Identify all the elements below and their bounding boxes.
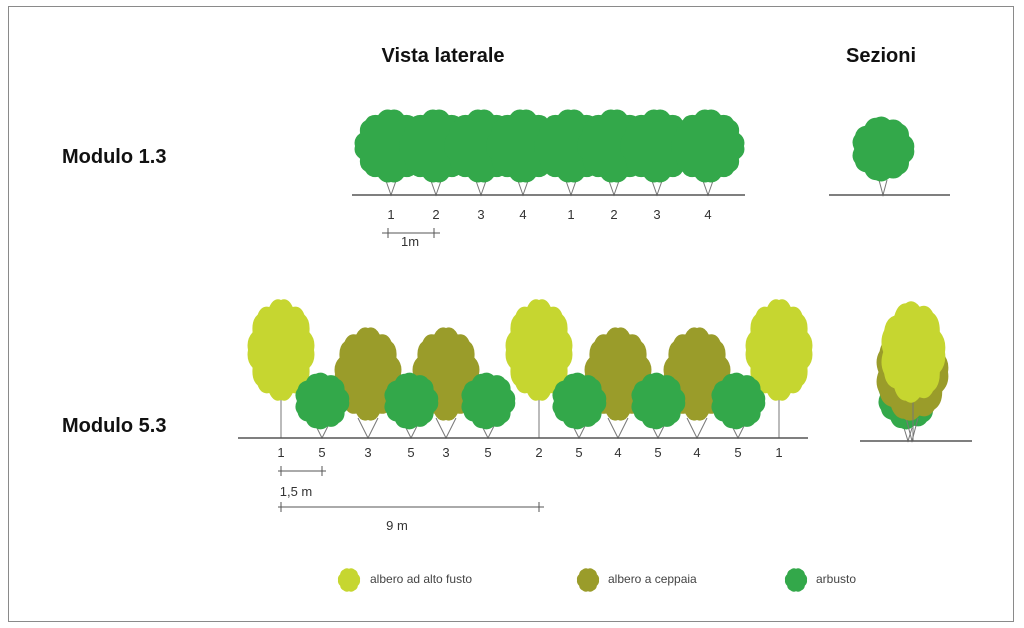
module-5-3-plant-5-stem: [435, 417, 457, 440]
module-1-3-shrub-8-crown: [671, 109, 745, 183]
module-5-3-number-5: 3: [442, 445, 449, 460]
legend-shrub-swatch: [784, 568, 808, 592]
module-5-3-section-tall-crown: [881, 301, 946, 403]
module-5-3-number-2: 5: [318, 445, 325, 460]
module-1-3-label: Modulo 1.3: [62, 146, 166, 168]
module-1-3-number-8: 4: [704, 207, 711, 222]
module-5-3-plant-8: [552, 372, 607, 440]
module-1-3-number-5: 1: [567, 207, 574, 222]
module-5-3-number-11: 4: [693, 445, 700, 460]
module-5-3-plant-11-stem: [686, 417, 708, 440]
module-5-3-plant-13-crown: [745, 299, 813, 401]
legend-tall-tree-label: albero ad alto fusto: [370, 572, 472, 586]
module-1-3-number-3: 3: [477, 207, 484, 222]
module-5-3-plant-1: [247, 299, 315, 438]
diagram-frame: [8, 6, 1014, 622]
module-5-3-number-12: 5: [734, 445, 741, 460]
module-5-3-label: Modulo 5.3: [62, 415, 166, 437]
module-1-3-numbers: 1 2 3 4 1 2 3 4: [387, 207, 711, 222]
module-1-3-section-shrub-stem: [878, 179, 888, 197]
module-1-3-section-shrub: [852, 116, 915, 197]
module-1-3-side-view: [354, 109, 745, 197]
module-5-3-plant-6-crown: [461, 372, 516, 430]
module-1-3-section-shrub-crown: [852, 116, 915, 182]
legend-tall-tree-swatch: [337, 568, 361, 592]
module-5-3-plant-10-crown: [631, 372, 686, 430]
module-5-3-plant-7-crown: [505, 299, 573, 401]
module-5-3-plant-8-crown: [552, 372, 607, 430]
module-5-3-number-6: 5: [484, 445, 491, 460]
module-5-3-plant-3-stem: [357, 417, 379, 440]
module-5-3-scale-small-label: 1,5 m: [280, 484, 313, 499]
legend-shrub-label: arbusto: [816, 572, 856, 586]
module-5-3-number-7: 2: [535, 445, 542, 460]
module-5-3-scale-large-label: 9 m: [386, 518, 408, 533]
legend: albero ad alto fusto albero a ceppaia ar…: [337, 568, 856, 592]
module-1-3-section: [852, 116, 915, 197]
module-5-3-number-10: 5: [654, 445, 661, 460]
module-5-3-plant-4: [384, 372, 439, 440]
module-5-3-number-9: 4: [614, 445, 621, 460]
module-5-3-plant-7: [505, 299, 573, 438]
module-1-3-shrub-7-crown: [620, 109, 694, 183]
module-5-3-side-view: [247, 299, 813, 440]
module-5-3-plant-2: [295, 372, 350, 440]
module-5-3-plant-12-crown: [711, 372, 766, 430]
module-1-3-number-6: 2: [610, 207, 617, 222]
module-1-3-number-4: 4: [519, 207, 526, 222]
module-5-3-plant-2-crown: [295, 372, 350, 430]
module-1-3-number-1: 1: [387, 207, 394, 222]
module-5-3-plant-13: [745, 299, 813, 438]
module-5-3-plant-1-crown: [247, 299, 315, 401]
module-1-3-shrub-8: [671, 109, 745, 197]
module-5-3-number-13: 1: [775, 445, 782, 460]
module-1-3-number-7: 3: [653, 207, 660, 222]
module-5-3-number-3: 3: [364, 445, 371, 460]
module-5-3-number-8: 5: [575, 445, 582, 460]
module-5-3-number-4: 5: [407, 445, 414, 460]
module-5-3-number-1: 1: [277, 445, 284, 460]
module-1-3-scale-label: 1m: [401, 234, 419, 249]
module-5-3-section: [876, 301, 949, 443]
heading-side-view: Vista laterale: [381, 45, 504, 67]
module-5-3-plant-10: [631, 372, 686, 440]
module-5-3-numbers: 1 5 3 5 3 5 2 5 4 5 4 5 1: [277, 445, 782, 460]
module-5-3-section-tall: [881, 301, 946, 441]
module-5-3-plant-12: [711, 372, 766, 440]
module-5-3-plant-6: [461, 372, 516, 440]
module-5-3-plant-9-stem: [607, 417, 629, 440]
legend-coppice-tree-swatch: [576, 568, 600, 592]
module-5-3-plant-4-crown: [384, 372, 439, 430]
legend-coppice-tree-label: albero a ceppaia: [608, 572, 697, 586]
module-1-3-number-2: 2: [432, 207, 439, 222]
heading-sections: Sezioni: [846, 45, 916, 67]
